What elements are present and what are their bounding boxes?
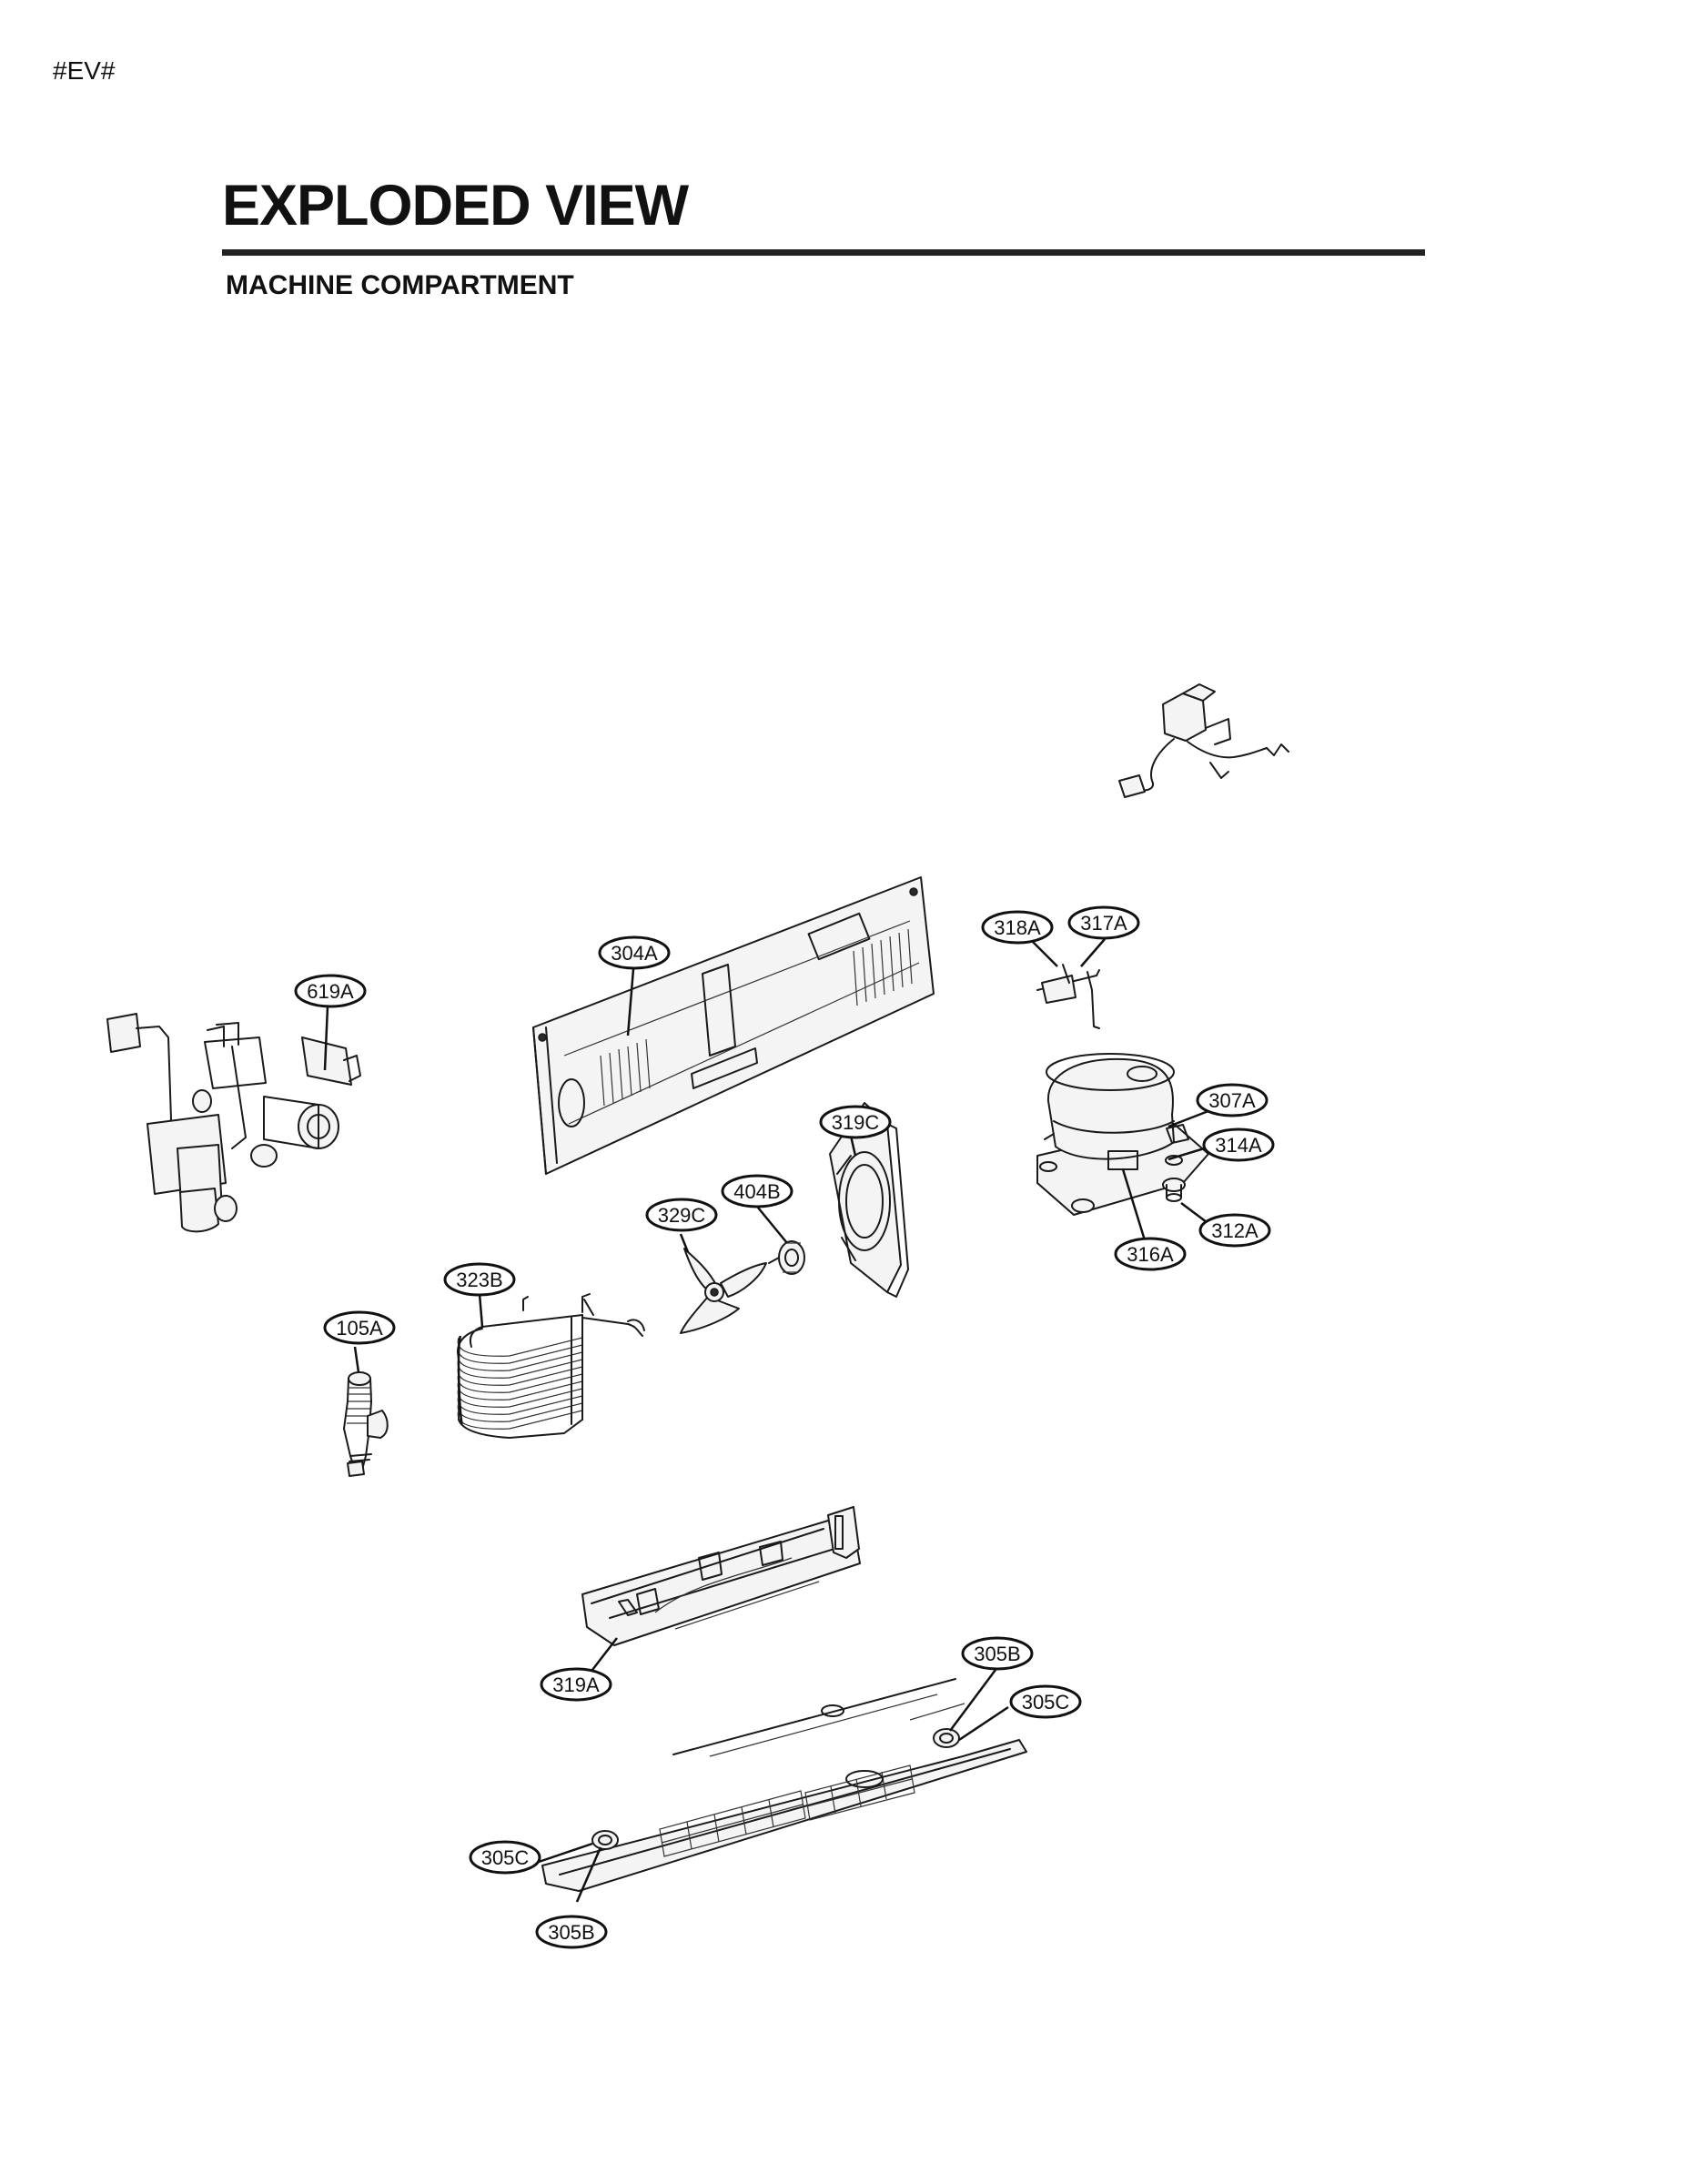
svg-text:319A: 319A xyxy=(552,1673,600,1696)
callout-316A: 316A xyxy=(1114,1237,1187,1271)
svg-text:304A: 304A xyxy=(611,942,658,965)
svg-text:404B: 404B xyxy=(733,1180,780,1203)
svg-text:319C: 319C xyxy=(832,1111,880,1134)
callout-304A: 304A xyxy=(598,935,671,970)
svg-text:305B: 305B xyxy=(974,1643,1020,1665)
svg-text:329C: 329C xyxy=(658,1204,706,1227)
callout-323B: 323B xyxy=(443,1262,516,1297)
svg-text:317A: 317A xyxy=(1080,912,1127,935)
svg-text:312A: 312A xyxy=(1211,1219,1258,1242)
page-title: EXPLODED VIEW xyxy=(222,174,689,238)
callout-307A: 307A xyxy=(1196,1083,1269,1117)
fan-motor-part xyxy=(768,1240,805,1275)
callout-314A: 314A xyxy=(1202,1127,1275,1162)
water-valve-part xyxy=(106,1013,361,1233)
compressor-part xyxy=(1036,1053,1209,1216)
callout-305B-top: 305B xyxy=(961,1636,1034,1671)
document-tag: #EV# xyxy=(53,56,116,85)
overload-connector-part xyxy=(1118,683,1289,798)
callout-317A: 317A xyxy=(1067,905,1140,940)
machine-room-cover-part xyxy=(532,876,935,1175)
callout-619A: 619A xyxy=(294,974,367,1008)
callout-319C: 319C xyxy=(819,1105,892,1139)
fan-blade-part xyxy=(680,1248,767,1334)
callout-105A: 105A xyxy=(323,1310,396,1345)
callout-305C-top: 305C xyxy=(1009,1684,1082,1719)
svg-text:305C: 305C xyxy=(1022,1691,1070,1714)
svg-text:323B: 323B xyxy=(456,1269,502,1291)
callout-312A: 312A xyxy=(1198,1213,1271,1248)
svg-text:318A: 318A xyxy=(994,916,1041,939)
callout-318A: 318A xyxy=(981,910,1054,945)
svg-text:305B: 305B xyxy=(548,1921,594,1944)
callout-404B: 404B xyxy=(721,1174,793,1208)
callout-305C-bottom: 305C xyxy=(469,1840,541,1875)
title-divider xyxy=(222,249,1425,256)
section-title: MACHINE COMPARTMENT xyxy=(226,270,574,300)
svg-text:314A: 314A xyxy=(1215,1134,1262,1157)
leader-lines xyxy=(323,938,1214,1903)
base-plate-part xyxy=(541,1678,1027,1892)
svg-text:105A: 105A xyxy=(336,1317,383,1340)
fan-shroud-part xyxy=(829,1102,909,1298)
svg-text:316A: 316A xyxy=(1127,1243,1174,1266)
base-tray-part xyxy=(581,1506,861,1646)
svg-text:619A: 619A xyxy=(307,980,354,1003)
callout-329C: 329C xyxy=(645,1198,718,1232)
callout-305B-bottom: 305B xyxy=(535,1915,608,1949)
drier-part xyxy=(1036,964,1100,1029)
callout-319A: 319A xyxy=(540,1667,612,1702)
drain-hose-part xyxy=(343,1371,389,1477)
svg-text:305C: 305C xyxy=(481,1846,530,1869)
condenser-part xyxy=(457,1293,645,1439)
svg-text:307A: 307A xyxy=(1208,1089,1256,1112)
